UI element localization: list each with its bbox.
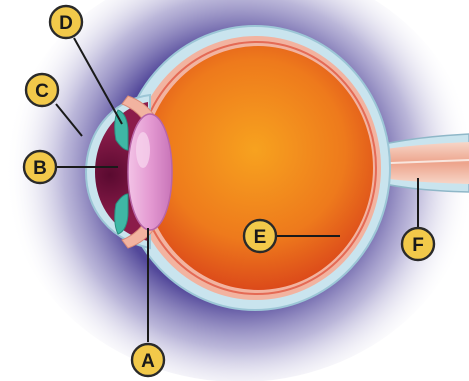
callout-c: C xyxy=(26,74,58,106)
callout-label-a: A xyxy=(141,351,155,372)
vitreous-body xyxy=(143,46,373,290)
callout-label-b: B xyxy=(33,158,47,179)
callout-f: F xyxy=(402,228,434,260)
lens xyxy=(128,114,172,230)
callout-label-e: E xyxy=(254,227,267,248)
callout-label-c: C xyxy=(35,81,49,102)
callout-b: B xyxy=(24,151,56,183)
callout-d: D xyxy=(50,6,82,38)
callout-a: A xyxy=(132,344,164,376)
callout-label-d: D xyxy=(59,13,73,34)
callout-label-f: F xyxy=(412,235,424,256)
callout-e: E xyxy=(244,220,276,252)
